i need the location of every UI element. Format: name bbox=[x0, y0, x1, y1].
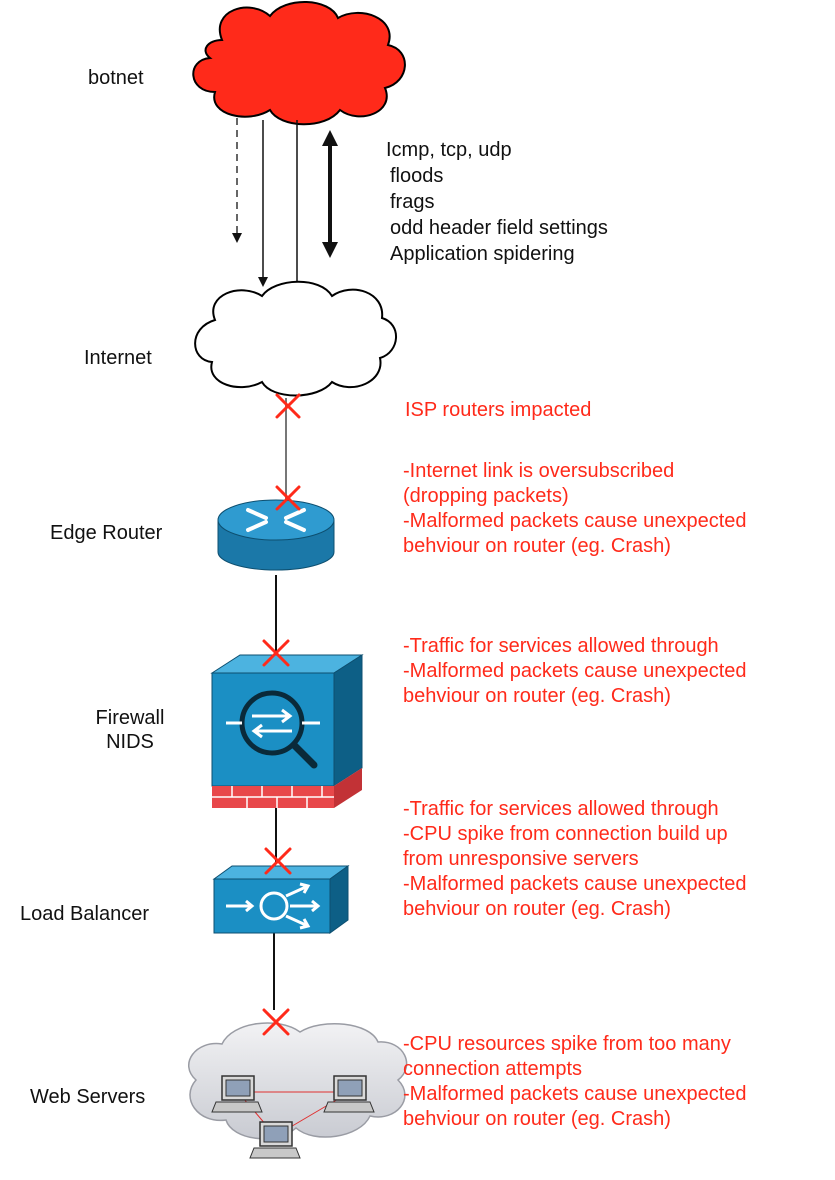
impact-line: -Traffic for services allowed through bbox=[403, 635, 719, 657]
botnet-label: botnet bbox=[88, 67, 144, 89]
attack-type-item: odd header field settings bbox=[390, 217, 608, 239]
isp-impact-note: ISP routers impacted bbox=[405, 398, 591, 423]
load-balancer-impact-note: -Traffic for services allowed through -C… bbox=[403, 797, 747, 922]
web-servers-label: Web Servers bbox=[30, 1086, 146, 1108]
web-servers-impact-note: -CPU resources spike from too many conne… bbox=[403, 1032, 747, 1132]
impact-line: -Traffic for services allowed through bbox=[403, 798, 719, 820]
edge-router-label: Edge Router bbox=[50, 522, 163, 544]
red-cloud-icon bbox=[192, 1, 406, 126]
impact-line: ISP routers impacted bbox=[405, 399, 592, 421]
internet-label: Internet bbox=[84, 347, 152, 369]
firewall-label: Firewall bbox=[95, 707, 165, 729]
firewall-impact-note: -Traffic for services allowed through -M… bbox=[403, 634, 747, 709]
impact-line: -Malformed packets cause unexpected bbox=[403, 1083, 747, 1105]
firewall-nids-label: Firewall NIDS bbox=[68, 706, 192, 754]
edge-router-impact-note: -Internet link is oversubscribed (droppi… bbox=[403, 459, 747, 559]
x-mark-icon bbox=[275, 393, 301, 419]
nids-label: NIDS bbox=[106, 731, 154, 753]
impact-line: from unresponsive servers bbox=[403, 848, 639, 870]
firewall-icon bbox=[210, 654, 364, 808]
attack-types-list: Icmp, tcp, udp floods frags odd header f… bbox=[386, 137, 608, 267]
load-balancer-label: Load Balancer bbox=[20, 903, 149, 925]
impact-line: behviour on router (eg. Crash) bbox=[403, 1108, 671, 1130]
impact-line: -Internet link is oversubscribed bbox=[403, 460, 675, 482]
impact-line: connection attempts bbox=[403, 1058, 582, 1080]
attack-type-item: floods bbox=[390, 165, 444, 187]
impact-line: -Malformed packets cause unexpected bbox=[403, 660, 747, 682]
router-icon bbox=[217, 499, 335, 571]
attack-type-item: Application spidering bbox=[390, 243, 575, 265]
impact-line: behviour on router (eg. Crash) bbox=[403, 898, 671, 920]
impact-line: -Malformed packets cause unexpected bbox=[403, 510, 747, 532]
cloud-icon bbox=[194, 280, 397, 397]
impact-line: behviour on router (eg. Crash) bbox=[403, 685, 671, 707]
impact-line: (dropping packets) bbox=[403, 485, 569, 507]
attack-type-item: frags bbox=[390, 191, 435, 213]
server-computer-icon bbox=[323, 1075, 375, 1113]
x-mark-icon bbox=[264, 847, 292, 875]
x-mark-icon bbox=[275, 485, 301, 511]
x-mark-icon bbox=[262, 1008, 290, 1036]
impact-line: behviour on router (eg. Crash) bbox=[403, 535, 671, 557]
impact-line: -Malformed packets cause unexpected bbox=[403, 873, 747, 895]
impact-line: -CPU resources spike from too many bbox=[403, 1033, 731, 1055]
attack-type-item: Icmp, tcp, udp bbox=[386, 139, 512, 161]
server-cluster-icon bbox=[188, 1022, 408, 1159]
load-balancer-icon bbox=[212, 865, 350, 934]
traffic-arrows bbox=[232, 118, 338, 297]
impact-line: -CPU spike from connection build up bbox=[403, 823, 728, 845]
server-computer-icon bbox=[211, 1075, 263, 1113]
server-computer-icon bbox=[249, 1121, 301, 1159]
x-mark-icon bbox=[262, 639, 290, 667]
